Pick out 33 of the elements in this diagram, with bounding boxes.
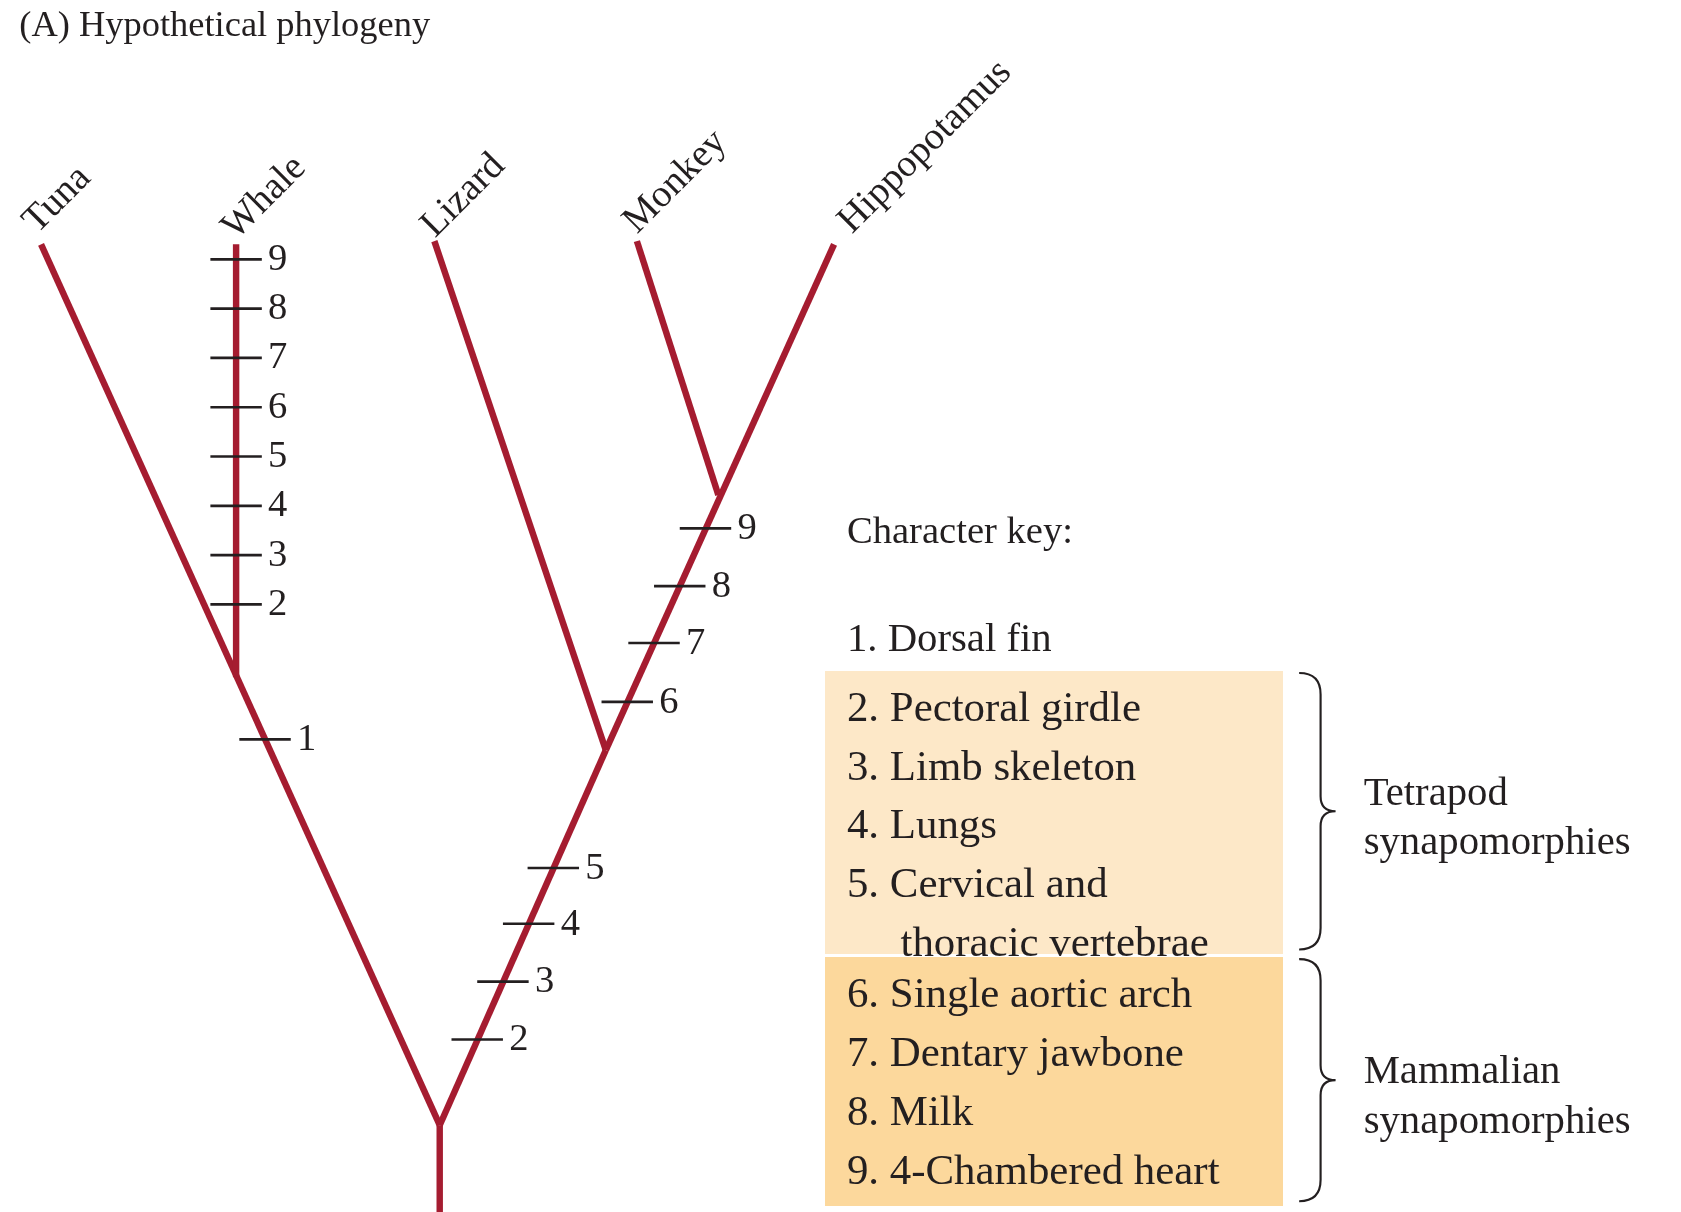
character-number: 3 (268, 531, 288, 575)
character-number: 7 (686, 619, 706, 663)
taxon-label: Tuna (12, 155, 98, 241)
character-item: 3. Limb skeleton (846, 740, 1138, 791)
character-item: 5. Cervical and thoracic vertebrae (846, 858, 1210, 968)
character-number: 6 (268, 383, 288, 427)
character-number: 2 (268, 581, 288, 624)
character-item: 1. Dorsal fin (846, 616, 1052, 662)
character-item: 6. Single aortic arch (846, 967, 1194, 1018)
character-number: 7 (268, 334, 288, 377)
character-number: 8 (711, 562, 732, 606)
character-number: 1 (296, 716, 317, 759)
character-number: 3 (534, 958, 555, 1001)
character-number: 2 (509, 1016, 529, 1059)
character-number: 9 (737, 504, 757, 548)
character-number: 4 (268, 482, 288, 525)
character-number: 9 (268, 235, 288, 279)
group-label: Tetrapod synapomorphies (1363, 767, 1632, 865)
character-number: 5 (268, 433, 288, 476)
character-number: 8 (268, 285, 288, 328)
character-item: 2. Pectoral girdle (846, 681, 1142, 732)
figure-title: (A) Hypothetical phylogeny (19, 4, 431, 45)
character-item: 9. 4-Chambered heart (846, 1144, 1221, 1195)
character-item: 8. Milk (846, 1085, 975, 1136)
character-number: 5 (585, 844, 605, 888)
character-number: 4 (560, 900, 580, 943)
character-item: 7. Dentary jawbone (846, 1026, 1185, 1077)
key-heading: Character key: (846, 509, 1073, 552)
group-label: Mammalian synapomorphies (1363, 1046, 1632, 1144)
shaded-band (825, 671, 1284, 955)
character-item: 4. Lungs (846, 799, 998, 850)
shaded-band (825, 957, 1284, 1207)
character-number: 6 (659, 678, 679, 722)
